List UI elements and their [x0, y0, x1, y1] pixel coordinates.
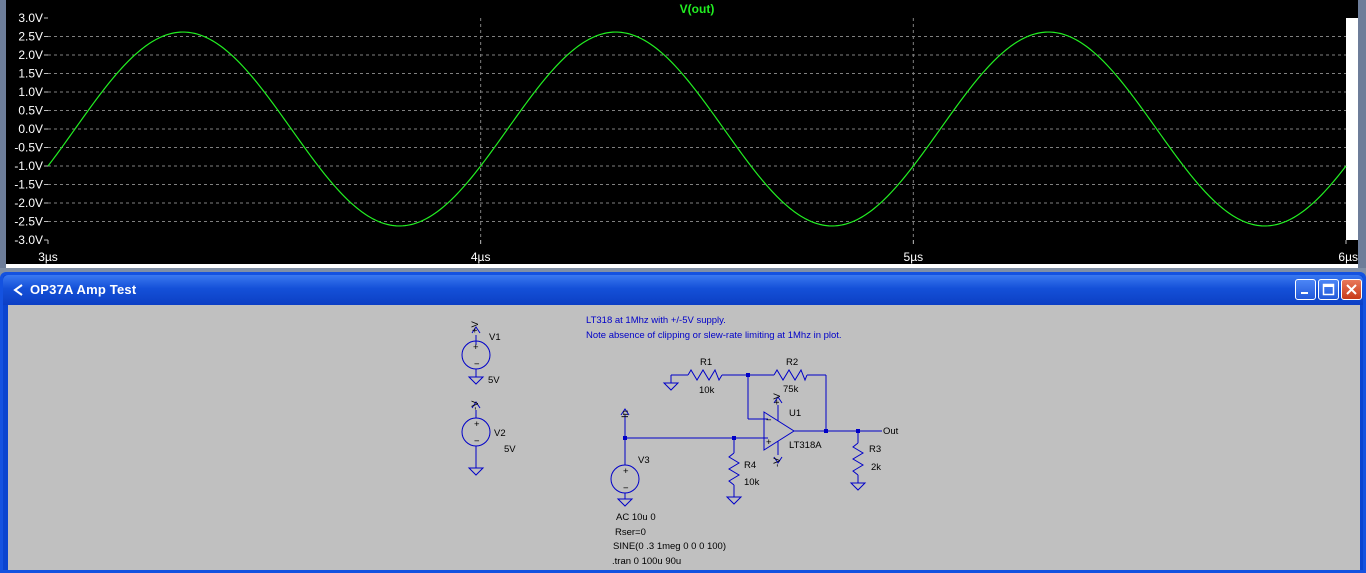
- r3-value: 2k: [871, 462, 881, 473]
- y-axis: 3.0V 2.5V 2.0V 1.5V 1.0V 0.5V 0.0V -0.5V -1.0V -1…: [14, 11, 48, 247]
- v3-plus-sign: +: [623, 466, 629, 477]
- u1-name: U1: [789, 408, 801, 419]
- vout-trace[interactable]: [47, 31, 1347, 227]
- v2-plus-sign: +: [474, 419, 480, 430]
- y-tick-label: -2.0V: [14, 196, 43, 210]
- v2-source[interactable]: -V + − V2 5V: [461, 400, 516, 476]
- u1-minus-pin: −: [766, 415, 772, 426]
- v3-source[interactable]: + − V3 AC 10u 0 Rser=0 SINE(0 .3 1meg 0 …: [610, 455, 726, 552]
- y-tick-label: -2.5V: [14, 215, 43, 229]
- y-tick-label: 0.0V: [18, 122, 43, 136]
- note-line-2[interactable]: Note absence of clipping or slew-rate li…: [586, 330, 842, 341]
- circuit-wires[interactable]: [616, 373, 882, 507]
- r3-name: R3: [869, 444, 881, 455]
- r1-name: R1: [700, 357, 712, 368]
- x-tick-label: 3µs: [38, 250, 58, 264]
- in-label: In: [620, 410, 631, 418]
- waveform-pane[interactable]: V(out) 3.0V 2.5V 2.0V 1.5V 1.0V 0.5V 0.0V -0.5V…: [0, 0, 1366, 268]
- v1-name: V1: [489, 332, 501, 343]
- r4-name: R4: [744, 460, 756, 471]
- y-tick-label: 1.5V: [18, 67, 43, 81]
- resistor-r2[interactable]: R2 75k: [773, 357, 808, 395]
- schematic-window[interactable]: OP37A Amp Test LT318 at 1Mhz with +/-5V …: [0, 272, 1366, 573]
- y-tick-label: -1.5V: [14, 178, 43, 192]
- y-tick-label: 2.5V: [18, 30, 43, 44]
- r2-value: 75k: [783, 384, 799, 395]
- y-tick-label: -0.5V: [14, 141, 43, 155]
- out-label[interactable]: Out: [883, 426, 899, 437]
- r1-value: 10k: [699, 385, 715, 396]
- y-tick-label: 2.0V: [18, 48, 43, 62]
- left-frame: [0, 0, 6, 268]
- v3-name: V3: [638, 455, 650, 466]
- u1-pos-supply: +V: [772, 392, 783, 405]
- v1-source[interactable]: +V + − V1 5V: [461, 320, 501, 386]
- v1-node-label: +V: [470, 320, 481, 333]
- y-tick-label: -3.0V: [14, 233, 43, 247]
- u1-plus-pin: +: [766, 437, 772, 448]
- y-tick-label: -1.0V: [14, 159, 43, 173]
- top-bar: [6, 0, 1358, 18]
- in-node[interactable]: In: [620, 408, 631, 418]
- maximize-button[interactable]: [1318, 279, 1339, 300]
- opamp-u1[interactable]: − + +V -V U1 LT318A: [763, 392, 822, 467]
- resistor-r4[interactable]: R4 10k: [728, 452, 760, 488]
- minimize-icon: [1301, 292, 1308, 294]
- window-title: OP37A Amp Test: [30, 282, 137, 297]
- x-tick-label: 4µs: [471, 250, 491, 264]
- r2-name: R2: [786, 357, 798, 368]
- schematic-titlebar[interactable]: OP37A Amp Test: [3, 275, 1363, 305]
- v3-line2: Rser=0: [615, 527, 646, 538]
- u1-part: LT318A: [789, 440, 822, 451]
- y-tick-label: 0.5V: [18, 104, 43, 118]
- y-tick-label: 3.0V: [18, 11, 43, 25]
- v1-plus-sign: +: [473, 342, 479, 353]
- v1-value: 5V: [488, 375, 500, 386]
- minimize-button[interactable]: [1295, 279, 1316, 300]
- v3-line3: SINE(0 .3 1meg 0 0 0 100): [613, 541, 726, 552]
- spice-directive[interactable]: .tran 0 100u 90u: [612, 556, 681, 567]
- schematic-drawing[interactable]: LT318 at 1Mhz with +/-5V supply. Note ab…: [8, 305, 1360, 570]
- maximize-icon: [1322, 283, 1335, 296]
- x-tick-label: 6µs: [1338, 250, 1358, 264]
- x-tick-label: 5µs: [904, 250, 924, 264]
- right-frame: [1358, 0, 1366, 268]
- v2-name: V2: [494, 428, 506, 439]
- resistor-r3[interactable]: R3 2k: [852, 442, 881, 476]
- v1-minus-sign: −: [474, 359, 480, 370]
- y-tick-label: 1.0V: [18, 85, 43, 99]
- u1-neg-supply: -V: [772, 457, 783, 467]
- close-button[interactable]: [1341, 279, 1362, 300]
- r4-value: 10k: [744, 477, 760, 488]
- v2-node-label: -V: [470, 400, 481, 410]
- waveform-plot[interactable]: V(out) 3.0V 2.5V 2.0V 1.5V 1.0V 0.5V 0.0V -0.5V…: [0, 0, 1366, 268]
- v2-value: 5V: [504, 444, 516, 455]
- trace-label[interactable]: V(out): [680, 2, 715, 16]
- v3-minus-sign: −: [623, 483, 629, 494]
- v3-line1: AC 10u 0: [616, 512, 656, 523]
- schematic-canvas[interactable]: LT318 at 1Mhz with +/-5V supply. Note ab…: [8, 305, 1360, 570]
- xaxis-bg: [6, 240, 1358, 264]
- v2-minus-sign: −: [474, 436, 480, 447]
- x-axis: 3µs 4µs 5µs 6µs: [38, 240, 1358, 264]
- yaxis-bg: [6, 18, 48, 248]
- note-line-1[interactable]: LT318 at 1Mhz with +/-5V supply.: [586, 315, 726, 326]
- resistor-r1[interactable]: R1 10k: [687, 357, 723, 396]
- close-icon: [1346, 284, 1357, 295]
- ltspice-app-icon[interactable]: [11, 283, 25, 297]
